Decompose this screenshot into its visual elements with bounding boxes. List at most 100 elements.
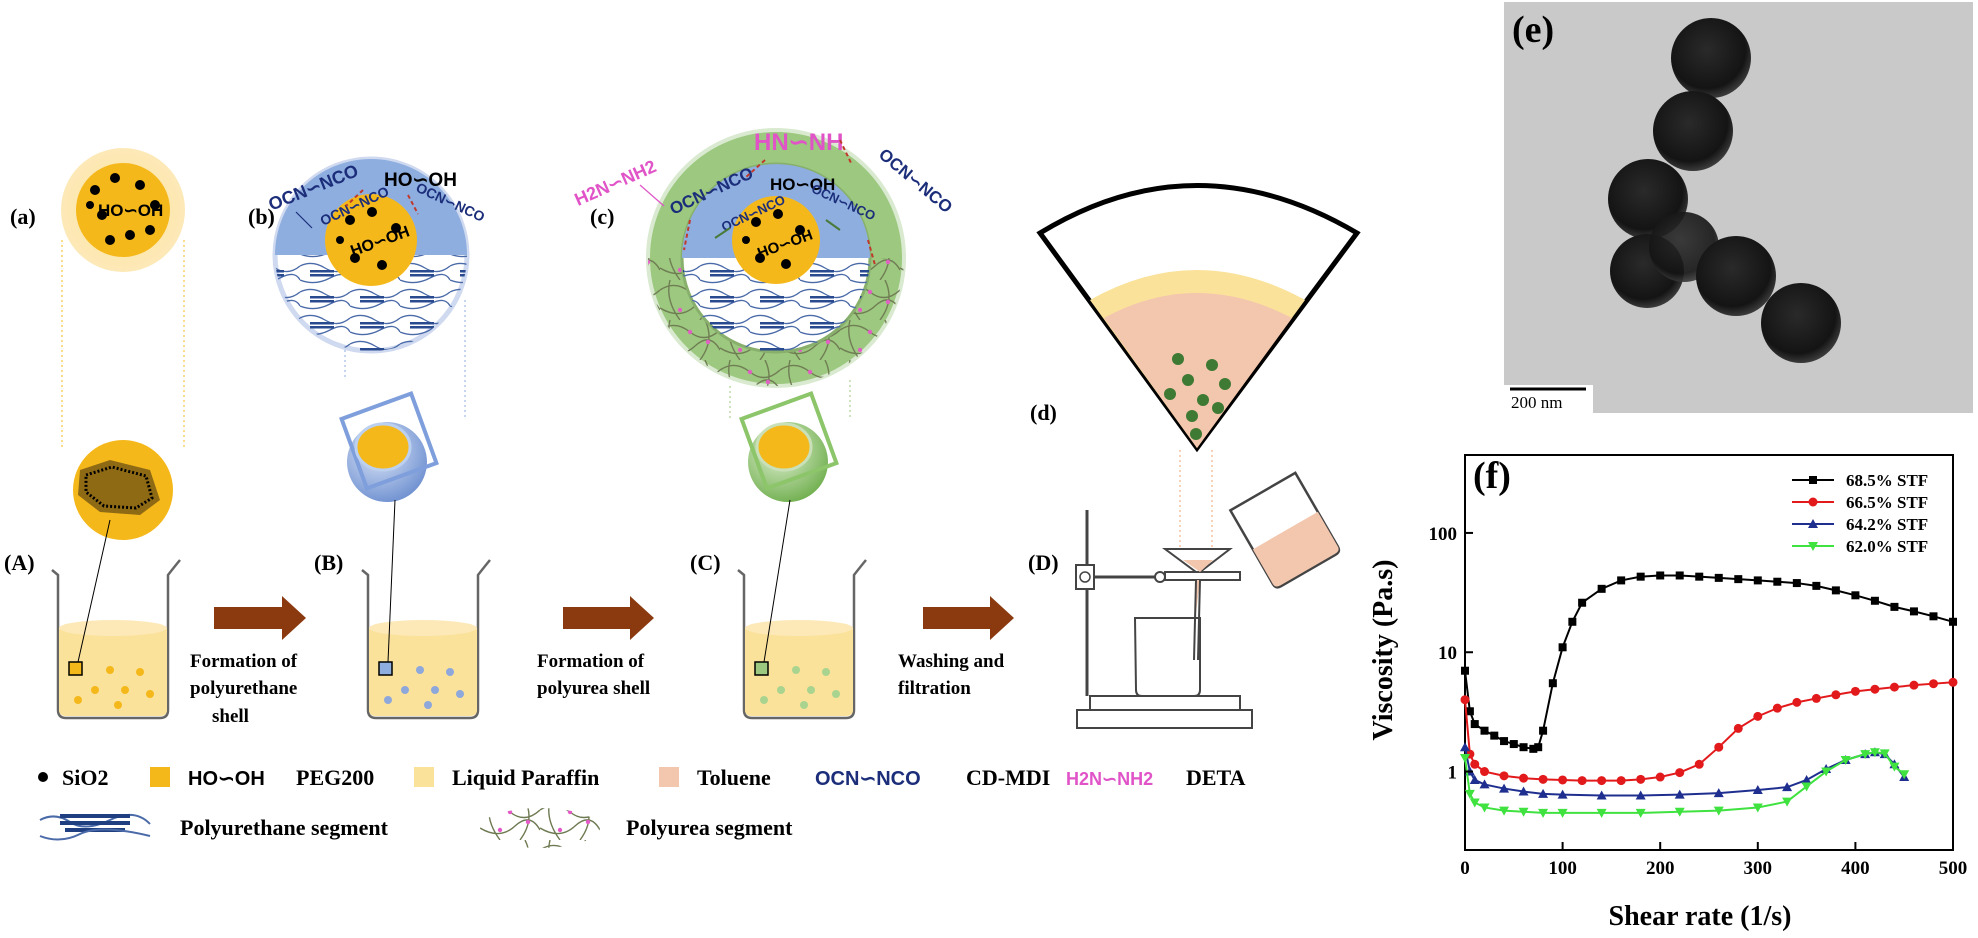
data-point-3-0 [1460,753,1470,763]
data-point-3-18 [1869,748,1880,758]
data-point-2-0 [1460,742,1470,752]
y-tick-label-2: 100 [1429,524,1458,545]
data-point-0-0 [1461,666,1469,675]
data-point-1-21 [1831,690,1841,700]
legend-marker-1 [1808,497,1818,507]
data-point-3-1 [1464,789,1475,799]
data-point-0-16 [1617,576,1626,585]
data-point-0-5 [1500,737,1509,746]
data-point-1-10 [1616,776,1626,786]
data-point-1-12 [1655,772,1665,782]
series-0 [1461,571,1957,753]
data-point-3-2 [1469,798,1480,808]
panel-d: (d) [1030,183,1361,560]
data-point-1-3 [1480,767,1490,777]
step1-line2: polyurethane [190,678,297,699]
chart-plot-area [1460,571,1958,818]
data-point-1-22 [1850,686,1860,696]
beaker-C: (C) [690,499,867,720]
data-point-0-28 [1851,591,1860,600]
data-point-0-32 [1929,612,1938,621]
data-point-2-4 [1499,783,1510,793]
data-point-3-4 [1499,806,1510,816]
data-point-1-25 [1909,680,1919,690]
data-point-1-2 [1470,759,1480,769]
data-point-2-5 [1518,786,1529,796]
data-point-1-17 [1753,711,1763,721]
data-point-0-2 [1470,720,1479,729]
data-point-0-10 [1539,726,1548,735]
data-point-1-20 [1811,693,1821,703]
data-point-2-6 [1538,788,1549,798]
panel-label-A: (A) [4,550,35,575]
legend-marker-2 [1808,519,1818,528]
peg-swatch [150,767,170,787]
step1-line1: Formation of [190,651,298,672]
dense-silica-cluster [78,460,160,515]
paraffin-swatch [414,767,434,787]
legend-deta: DETA [1186,765,1246,790]
data-point-3-9 [1635,808,1646,818]
data-point-0-4 [1490,731,1499,740]
data-point-0-25 [1792,579,1801,588]
legend-sio2: SiO2 [62,765,108,790]
pu-segment-icon [39,813,151,841]
pouring-beaker [1228,471,1341,589]
beaker-A: (A) [4,519,181,720]
data-point-2-10 [1674,789,1685,799]
data-point-1-23 [1870,684,1880,694]
peg-formula-a: HO∽OH [98,201,163,220]
data-point-1-6 [1538,774,1548,784]
data-point-1-11 [1636,774,1646,784]
panel-label-d: (d) [1030,400,1057,425]
hn-nh-formula: HN∽NH [754,129,843,156]
legend-mdi: CD-MDI [966,765,1050,790]
x-tick-label-2: 200 [1646,858,1675,879]
data-point-1-5 [1519,773,1529,783]
data-point-2-9 [1635,790,1646,800]
data-point-1-13 [1675,768,1685,778]
legend-toluene: Toluene [697,765,771,790]
x-tick-label-0: 0 [1460,858,1470,879]
pu-shell-lower [275,255,467,351]
data-point-1-18 [1772,703,1782,713]
legend-peg: PEG200 [296,765,374,790]
panel-label-B: (B) [314,550,343,575]
h2n-nh2-formula: H2N∽NH2 [571,156,659,210]
data-point-2-3 [1479,779,1490,789]
data-point-2-14 [1801,774,1812,784]
data-point-3-8 [1596,808,1607,818]
data-point-3-20 [1889,762,1900,772]
data-point-3-11 [1713,806,1724,816]
panel-label-a: (a) [10,204,36,229]
data-point-1-26 [1928,679,1938,689]
data-point-0-21 [1714,573,1723,582]
capsules-in-filter [1164,353,1231,440]
panel-label-f: (f) [1473,455,1511,497]
silica-particles [86,173,160,245]
data-point-2-2 [1469,774,1480,784]
step3-line1: Washing and [898,651,1005,672]
data-point-0-18 [1656,571,1665,580]
legend-paraffin: Liquid Paraffin [452,765,599,790]
data-point-0-29 [1870,596,1879,605]
x-tick-label-5: 500 [1939,858,1968,879]
x-axis-label: Shear rate (1/s) [1609,901,1792,932]
data-point-0-33 [1949,617,1957,626]
data-point-0-6 [1509,740,1518,749]
series-line-0 [1464,574,1954,750]
legend-mdi-formula: OCN∽NCO [815,768,921,790]
arrow-step-2 [563,596,654,640]
toluene-layer [1104,293,1292,448]
panel-label-c: (c) [590,204,614,229]
data-point-3-7 [1557,808,1568,818]
data-point-0-8 [1529,744,1538,753]
data-point-1-4 [1499,771,1509,781]
legend-label-0: 68.5% STF [1846,471,1928,490]
data-point-0-11 [1548,679,1557,688]
data-point-3-6 [1538,808,1549,818]
legend-pua-segment: Polyurea segment [626,815,793,840]
process-arrows [214,596,1014,640]
